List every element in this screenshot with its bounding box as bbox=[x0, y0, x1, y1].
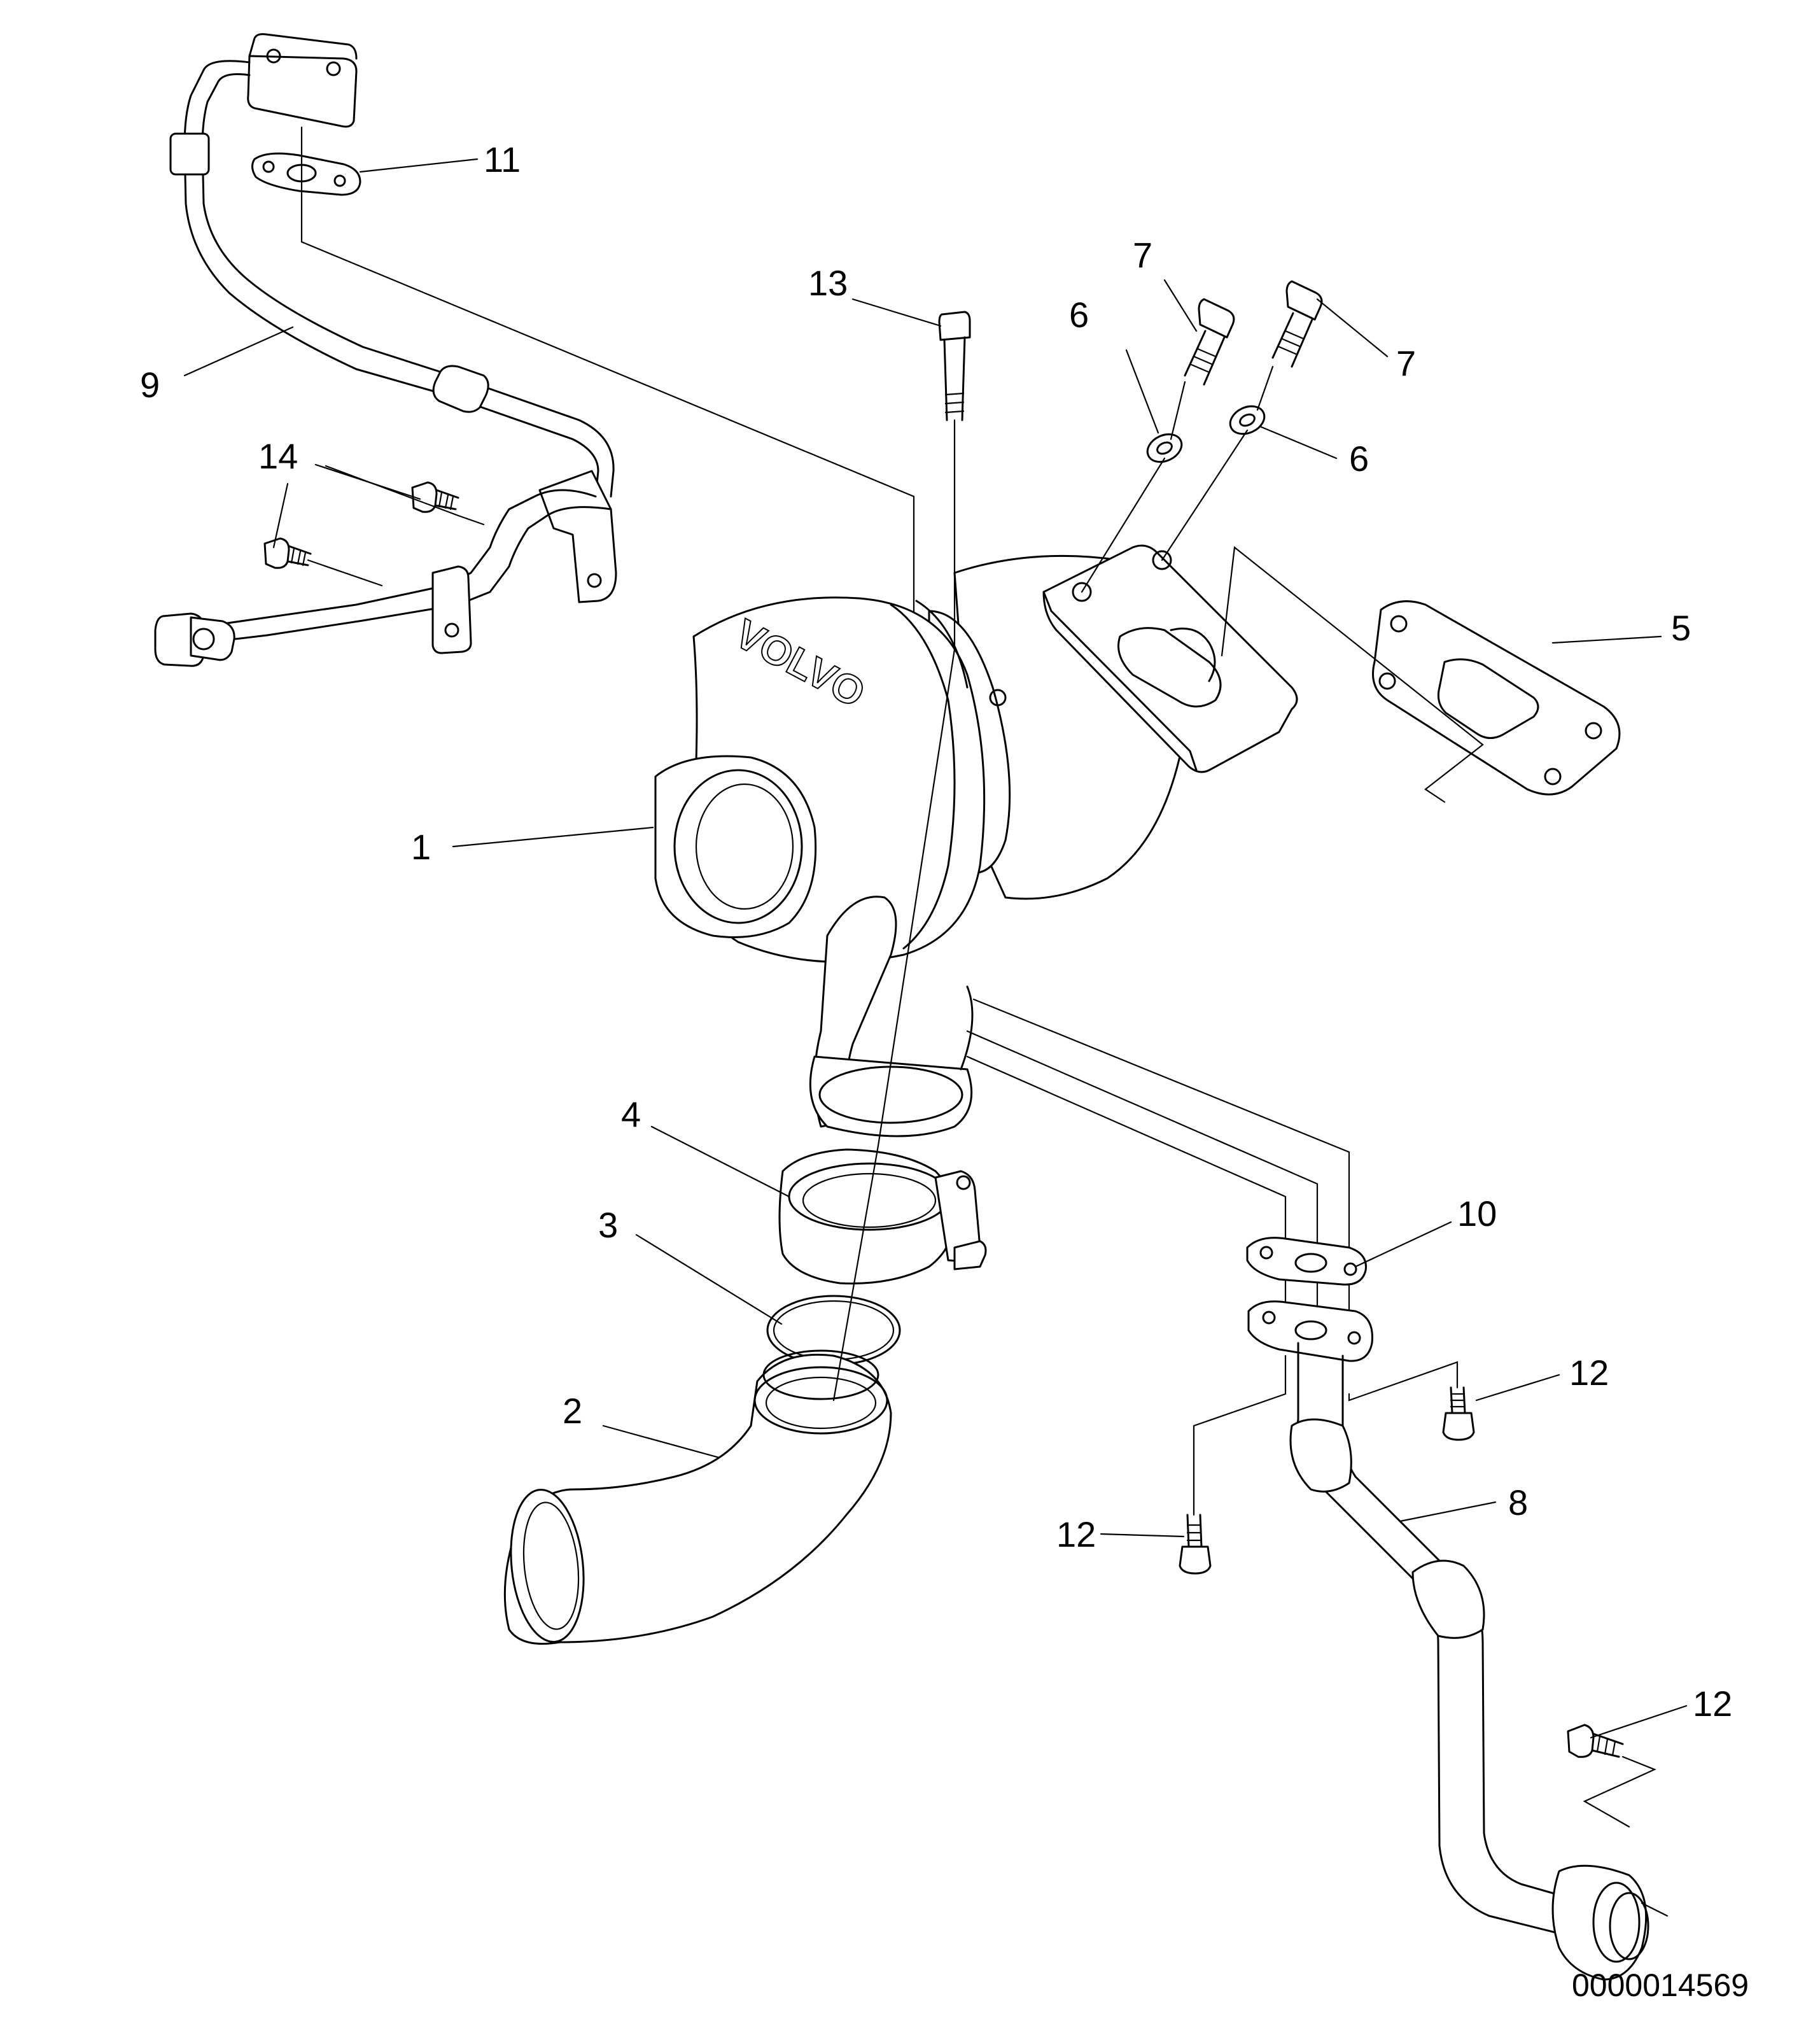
turbocharger-part-1: VOLVO bbox=[654, 544, 1298, 1137]
clamp-leader-line bbox=[832, 1144, 879, 1402]
flange-leader-line-right bbox=[1348, 1361, 1459, 1402]
gasket-part-11 bbox=[251, 152, 361, 196]
document-number: 0000014569 bbox=[1572, 1967, 1749, 2003]
callout-leaders bbox=[183, 158, 1688, 1739]
callout-2: 2 bbox=[563, 1391, 582, 1431]
bolt-part-13 bbox=[938, 311, 971, 421]
bolt-14-leader-line-2 bbox=[307, 559, 383, 587]
washer-part-6-left bbox=[1146, 433, 1183, 463]
callout-13: 13 bbox=[808, 263, 848, 303]
callout-8: 8 bbox=[1508, 1482, 1528, 1523]
callout-7-upper: 7 bbox=[1133, 235, 1152, 275]
callout-1: 1 bbox=[411, 827, 431, 867]
callout-7-lower: 7 bbox=[1396, 343, 1416, 383]
bolt-7-leader-lines bbox=[1081, 365, 1274, 593]
bolt-part-12-bottom bbox=[1567, 1724, 1624, 1758]
callout-12-right: 12 bbox=[1569, 1353, 1609, 1393]
bolt-part-12-right bbox=[1442, 1386, 1475, 1441]
oil-feed-pipe-part-9 bbox=[154, 33, 617, 667]
outlet-elbow-part-2 bbox=[503, 1349, 892, 1645]
bolt-part-7-right bbox=[1271, 280, 1323, 368]
bolt-part-14-lower bbox=[263, 537, 312, 569]
callout-10: 10 bbox=[1457, 1193, 1497, 1234]
callout-3: 3 bbox=[598, 1205, 618, 1245]
gasket-5-leader-line bbox=[1221, 545, 1484, 803]
gasket-part-5 bbox=[1372, 600, 1621, 796]
bolt-12-bottom-leader-line bbox=[1583, 1755, 1656, 1828]
oil-return-leader-line-2 bbox=[966, 1030, 1319, 1325]
oil-return-leader-line bbox=[972, 998, 1350, 1338]
callout-4: 4 bbox=[621, 1094, 641, 1134]
oil-return-leader-line-3 bbox=[966, 1055, 1287, 1319]
gasket-part-10 bbox=[1246, 1237, 1367, 1286]
callout-12-left: 12 bbox=[1056, 1514, 1096, 1554]
callout-5: 5 bbox=[1671, 608, 1691, 648]
callout-6-lower: 6 bbox=[1349, 439, 1369, 479]
bolt-part-7-left bbox=[1184, 298, 1235, 386]
bolt-part-12-left bbox=[1179, 1514, 1212, 1575]
oil-return-pipe-part-8 bbox=[1247, 1300, 1669, 1981]
washer-part-6-right bbox=[1229, 405, 1266, 435]
bolt-14-leader-line bbox=[325, 465, 485, 526]
v-band-clamp-part-4 bbox=[778, 1148, 987, 1284]
callout-11: 11 bbox=[484, 139, 521, 179]
callout-14: 14 bbox=[258, 436, 298, 476]
flange-leader-line-left bbox=[1193, 1354, 1287, 1516]
callout-9: 9 bbox=[140, 365, 160, 405]
bolt-13-leader-line bbox=[877, 419, 956, 1147]
callout-6-upper: 6 bbox=[1069, 295, 1089, 335]
callout-12-bottom: 12 bbox=[1693, 1684, 1732, 1724]
oil-feed-leader-line bbox=[300, 126, 915, 625]
